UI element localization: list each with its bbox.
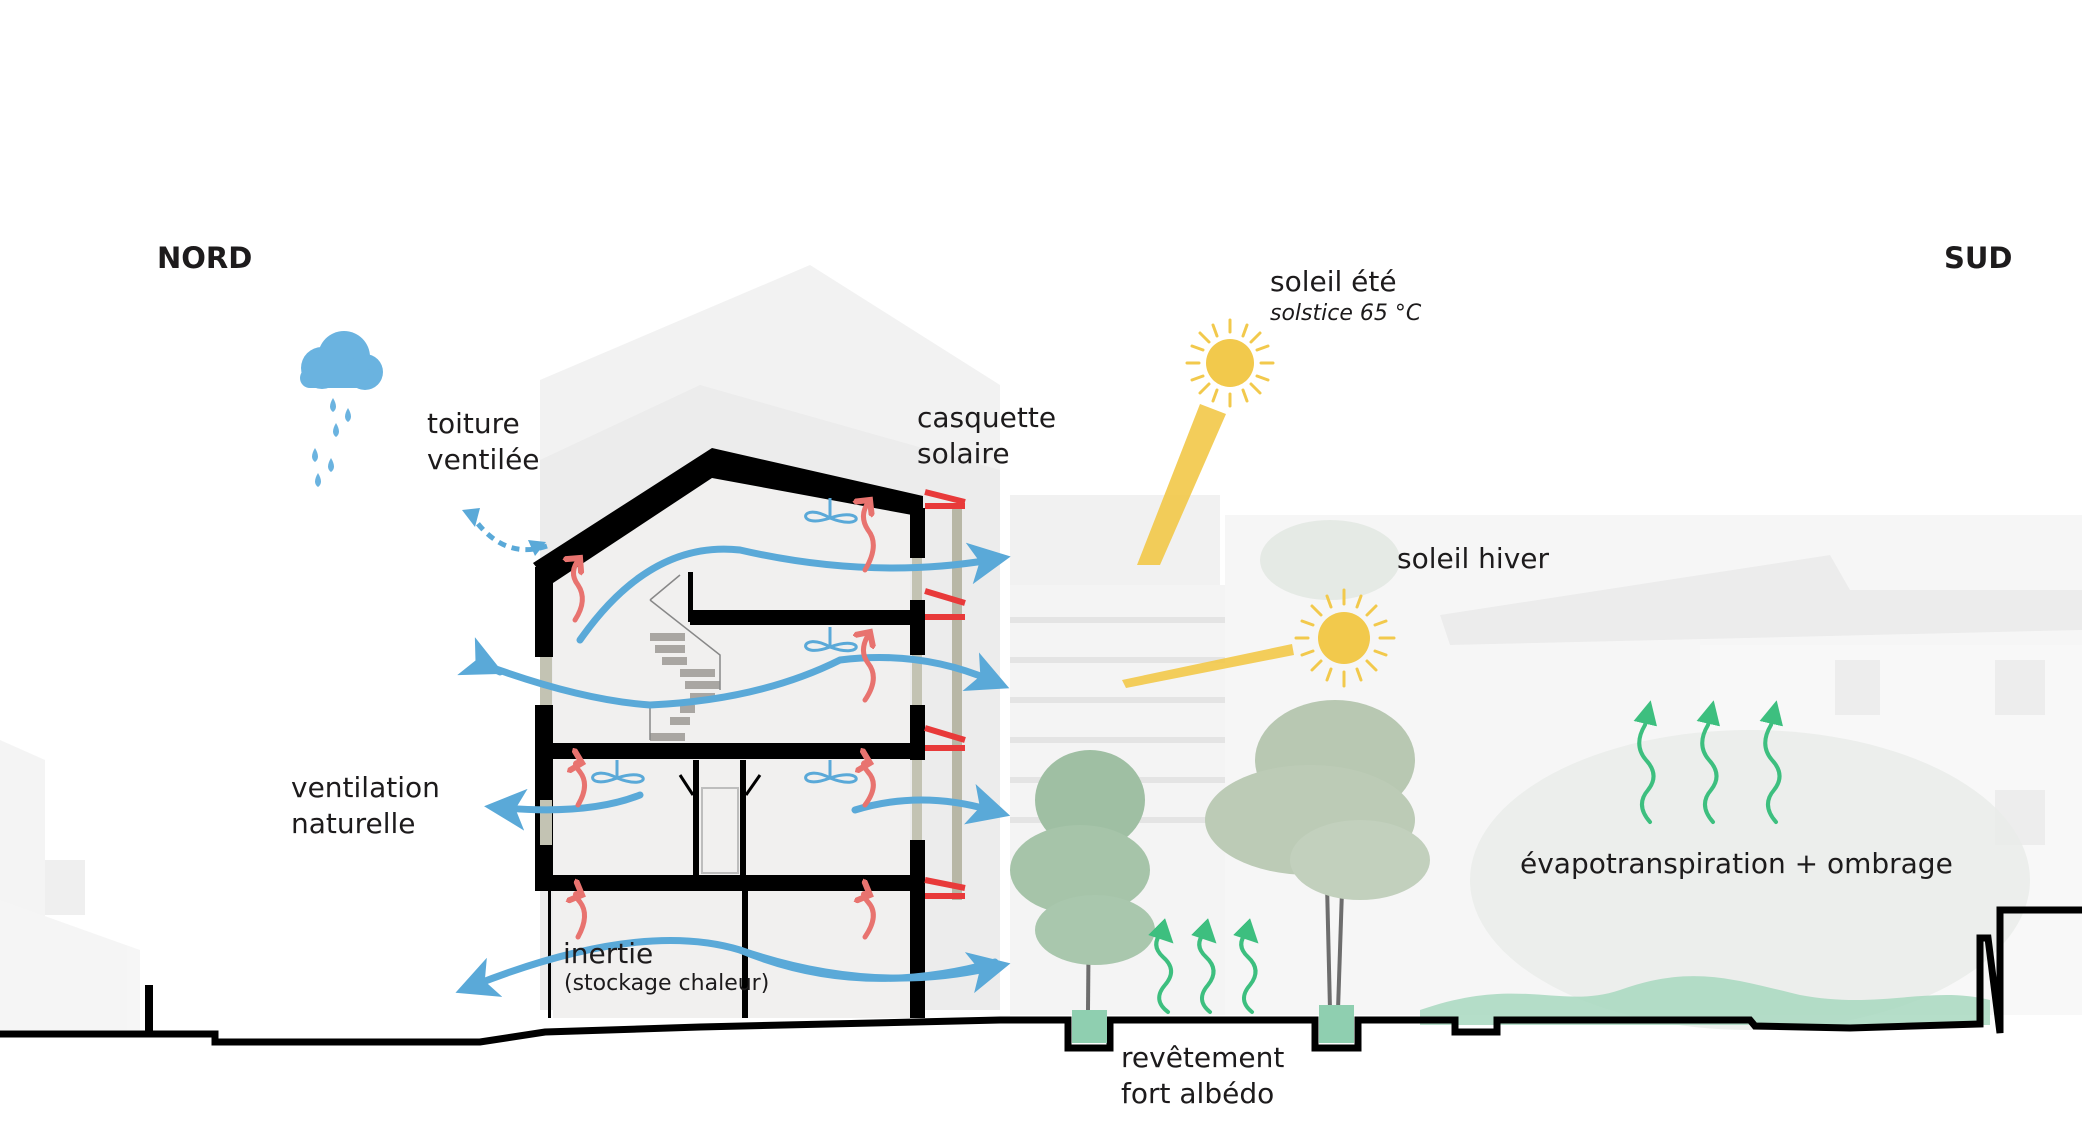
label-solstice: solstice 65 °C xyxy=(1270,301,1422,326)
tree-pit-2 xyxy=(1319,1005,1354,1043)
heat-rise-arrow-icon xyxy=(575,762,587,808)
tree-pit-1 xyxy=(1072,1010,1107,1043)
heat-rise-arrow-icon xyxy=(863,762,876,808)
floor-ground xyxy=(535,875,925,891)
label-inertie: inertie xyxy=(563,937,654,970)
airflow-arrow-icon xyxy=(576,542,1011,644)
evaporation-arrow-icon xyxy=(1191,918,1217,1014)
heat-rise-arrow-icon xyxy=(573,558,585,623)
airflow-arrow-icon xyxy=(481,652,1010,709)
label-stockage-chaleur: (stockage chaleur) xyxy=(564,971,770,996)
label-line: fort albédo xyxy=(1121,1077,1275,1110)
label-line: toiture xyxy=(427,407,520,440)
heat-rise-arrow-icon xyxy=(863,500,876,573)
label-soleil-hiver: soleil hiver xyxy=(1397,542,1550,575)
label-casquette-solaire: casquette solaire xyxy=(917,400,1056,472)
heat-rise-arrow-icon xyxy=(863,894,876,940)
vegetation-mound xyxy=(1420,976,1990,1025)
airflow-arrow-icon xyxy=(851,784,1011,825)
airflow-arrow-icon xyxy=(457,637,505,676)
tree-large xyxy=(1205,700,1430,1011)
heat-rise-arrow-icon xyxy=(863,632,873,703)
evaporation-arrow-icon xyxy=(1233,918,1259,1014)
label-line: casquette xyxy=(917,401,1057,434)
rain-cloud-icon xyxy=(300,331,383,487)
label-evapotranspiration: évapotranspiration + ombrage xyxy=(1520,847,1953,880)
roof xyxy=(533,448,923,585)
floor-upper xyxy=(690,610,925,625)
sun-icon xyxy=(1294,588,1396,688)
tree-small xyxy=(1010,750,1155,1011)
label-soleil-ete: soleil été xyxy=(1270,265,1397,298)
evaporation-arrow-icon xyxy=(1633,700,1657,824)
orientation-north-label: NORD xyxy=(157,241,253,275)
airflow-arrow-icon xyxy=(484,788,644,831)
label-line: ventilation xyxy=(291,771,440,804)
roof-ventilation-arrow-icon xyxy=(462,508,548,556)
label-toiture-ventilee: toiture ventilée xyxy=(427,406,540,478)
airflow-arrows xyxy=(455,542,1011,997)
sun-winter xyxy=(1122,588,1396,688)
ground-line xyxy=(0,906,2082,1052)
heat-arrows xyxy=(573,500,876,940)
label-ventilation-naturelle: ventilation naturelle xyxy=(291,770,440,842)
sun-summer xyxy=(1137,318,1275,565)
house-section xyxy=(533,448,966,1018)
evaporation-arrow-icon xyxy=(1696,700,1720,824)
floor-middle xyxy=(535,743,925,759)
ceiling-fan-icon xyxy=(804,760,858,784)
heat-rise-arrow-icon xyxy=(575,894,587,940)
orientation-south-label: SUD xyxy=(1944,241,2013,275)
label-revetement-albedo: revêtement fort albédo xyxy=(1121,1040,1284,1112)
ceiling-fan-icon xyxy=(804,498,858,524)
label-line: solaire xyxy=(917,437,1010,470)
airflow-arrow-icon xyxy=(736,946,1011,994)
label-line: naturelle xyxy=(291,807,416,840)
sun-icon xyxy=(1185,318,1275,408)
evaporation-arrow-icon xyxy=(1148,918,1174,1014)
ceiling-fans xyxy=(591,498,858,784)
label-line: ventilée xyxy=(427,443,540,476)
ceiling-fan-icon xyxy=(591,760,645,784)
summer-sun-ray xyxy=(1137,404,1226,565)
label-line: revêtement xyxy=(1121,1041,1285,1074)
ceiling-fan-icon xyxy=(804,627,858,653)
winter-sun-ray xyxy=(1122,644,1294,688)
evaporation-arrow-icon xyxy=(1759,700,1783,824)
evaporation-arrows xyxy=(1148,700,1783,1014)
casquette-solaire xyxy=(924,489,966,899)
